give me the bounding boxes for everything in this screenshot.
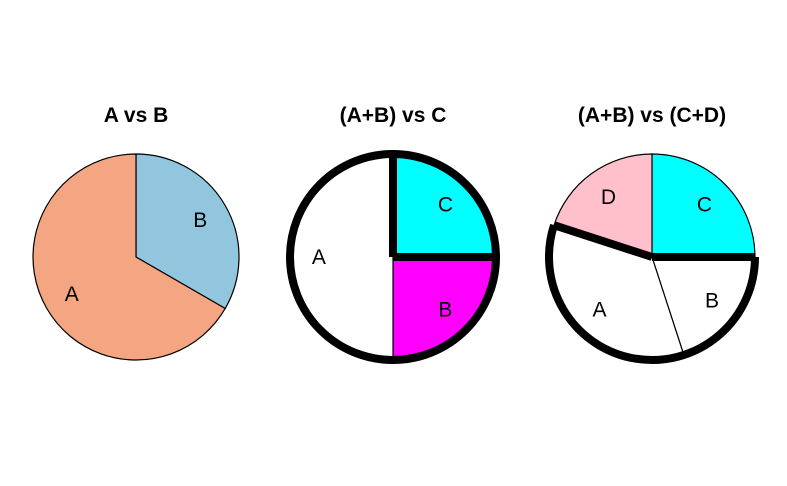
slice-label-b: B <box>193 209 207 232</box>
pie-chart-a-vs-b: BA <box>32 153 240 361</box>
chart-title: (A+B) vs (C+D) <box>577 104 727 127</box>
slice-label-b: B <box>438 298 452 321</box>
slice-label-c: C <box>697 194 712 217</box>
pie-slice-a <box>289 153 394 361</box>
pie-chart-ab-vs-cd: C B A D <box>545 153 759 364</box>
pie-chart-ab-vs-c: C B A <box>286 150 500 364</box>
pie-panel-ab-vs-c: (A+B) vs C C B A <box>262 0 524 486</box>
pie-slice-b <box>135 153 240 310</box>
group-outline <box>286 150 500 364</box>
slice-label-a: A <box>312 246 326 269</box>
slice-label-d: D <box>601 186 616 209</box>
slice-label-a: A <box>593 298 607 321</box>
chart-title: (A+B) vs C <box>339 104 447 127</box>
slice-label-c: C <box>438 194 453 217</box>
slice-label-a: A <box>65 283 79 306</box>
pie-slice-c <box>651 153 756 258</box>
pie-slice-a <box>32 153 226 361</box>
group-outline <box>545 223 759 364</box>
pie-panel-ab-vs-cd: (A+B) vs (C+D) C B A D <box>521 0 783 486</box>
group-outline <box>392 150 500 258</box>
group-divider <box>552 221 654 261</box>
slice-label-b: B <box>705 290 719 313</box>
chart-title: A vs B <box>103 104 169 127</box>
